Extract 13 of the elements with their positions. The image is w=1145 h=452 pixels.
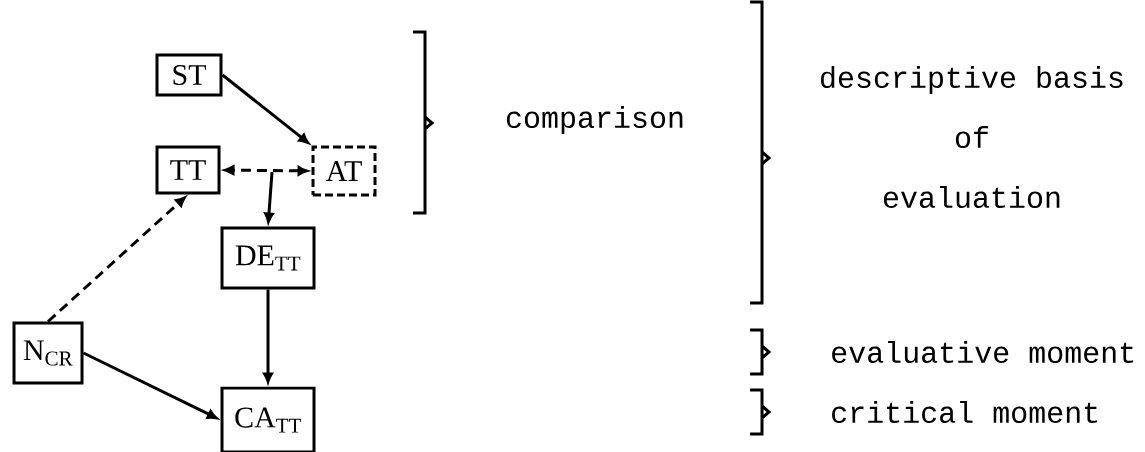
node-box: AT	[311, 145, 377, 197]
label-text: critical moment	[832, 401, 1098, 423]
node-box: ST	[155, 53, 223, 97]
label-text: descriptive basis of evaluation	[821, 66, 1123, 208]
label-text: evaluative moment	[832, 341, 1134, 363]
arrow	[221, 73, 309, 144]
node-box: TT	[155, 145, 221, 195]
arrow	[47, 196, 186, 323]
node-box: DE$_{TT}$	[220, 226, 316, 290]
arrow	[82, 351, 218, 420]
node-box: N$_{CR}$	[12, 321, 84, 385]
label-text: comparison	[506, 106, 683, 134]
node-box: CA$_{TT}$	[220, 386, 316, 452]
